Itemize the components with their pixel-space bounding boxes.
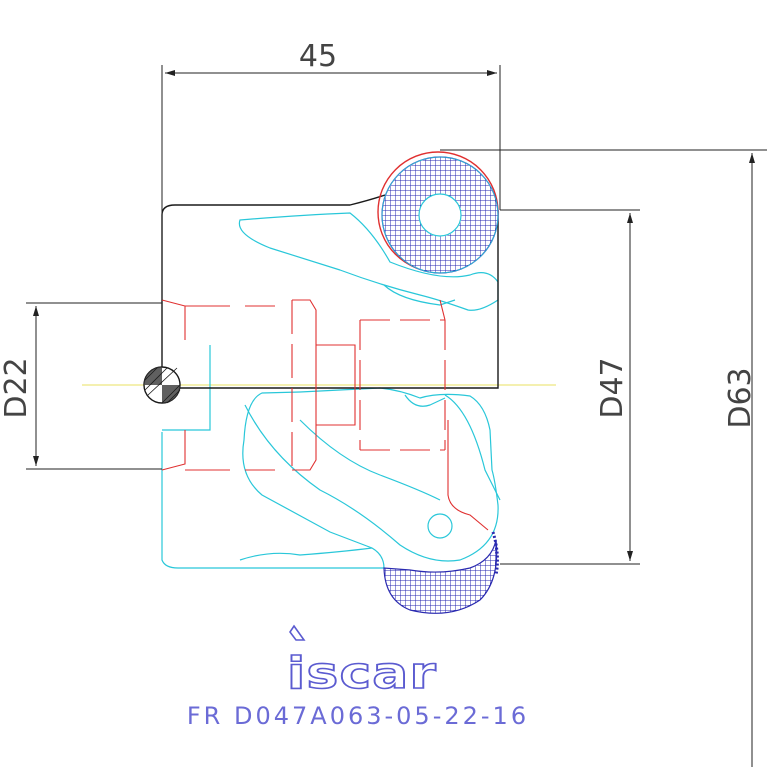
dim-bore-label: D22 bbox=[0, 357, 34, 418]
logo-mark-icon bbox=[289, 624, 306, 641]
dim-bore bbox=[26, 302, 162, 470]
bore-hidden-lines bbox=[161, 299, 489, 531]
part-code: FR D047A063-05-22-16 bbox=[187, 702, 529, 730]
dim-cutting-dia-min bbox=[500, 209, 640, 565]
dim-cutting-dia-min-label: D47 bbox=[595, 357, 630, 418]
upper-insert-hole bbox=[418, 193, 462, 237]
brand-logo: iscar bbox=[287, 648, 437, 699]
dim-cutting-dia-max bbox=[440, 149, 767, 767]
tool-body-outline bbox=[161, 194, 499, 389]
lower-insert bbox=[383, 539, 498, 614]
center-symbol bbox=[143, 366, 181, 404]
dim-cutting-dia-max-label: D63 bbox=[723, 367, 758, 428]
dim-width-label: 45 bbox=[299, 39, 337, 74]
dim-width bbox=[161, 65, 501, 300]
cyan-body-outline bbox=[161, 212, 501, 569]
